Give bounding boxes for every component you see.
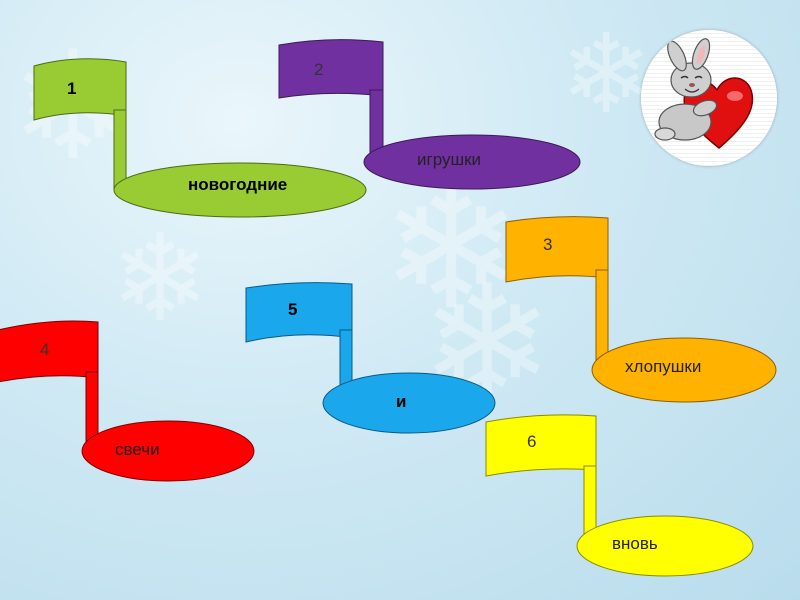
note-1-stem xyxy=(113,109,127,191)
note-1-flag xyxy=(33,58,127,121)
note-3-word: хлопушки xyxy=(625,357,702,376)
note-4 xyxy=(0,320,255,482)
note-4-head xyxy=(81,420,255,482)
note-2-number: 2 xyxy=(314,60,324,79)
note-5 xyxy=(245,282,496,434)
note-2-flag xyxy=(278,39,384,99)
bunny-badge xyxy=(641,30,777,166)
note-3-flag xyxy=(505,216,609,283)
note-3-number: 3 xyxy=(543,235,553,254)
note-1-number: 1 xyxy=(67,79,77,98)
note-1-head xyxy=(113,162,367,218)
snowflake-decoration: ❄ xyxy=(560,10,653,138)
note-2-head xyxy=(363,134,581,190)
note-2 xyxy=(278,39,581,190)
note-6-word: вновь xyxy=(612,534,658,553)
note-6 xyxy=(485,414,754,577)
note-1 xyxy=(33,58,367,218)
note-5-word: и xyxy=(396,392,407,411)
note-4-number: 4 xyxy=(40,340,50,359)
note-3 xyxy=(505,216,777,403)
note-6-head xyxy=(576,515,754,577)
note-4-word: свечи xyxy=(115,440,160,459)
note-6-flag xyxy=(485,414,597,477)
note-5-head xyxy=(322,372,496,434)
note-5-number: 5 xyxy=(288,300,298,319)
note-6-number: 6 xyxy=(527,432,537,451)
bunny-with-heart-icon xyxy=(654,38,754,149)
note-5-flag xyxy=(245,282,353,343)
note-3-head xyxy=(591,337,777,403)
snowflake-decoration: ❄ xyxy=(110,210,211,349)
note-1-word: новогодние xyxy=(188,175,288,194)
note-2-word: игрушки xyxy=(417,150,482,169)
